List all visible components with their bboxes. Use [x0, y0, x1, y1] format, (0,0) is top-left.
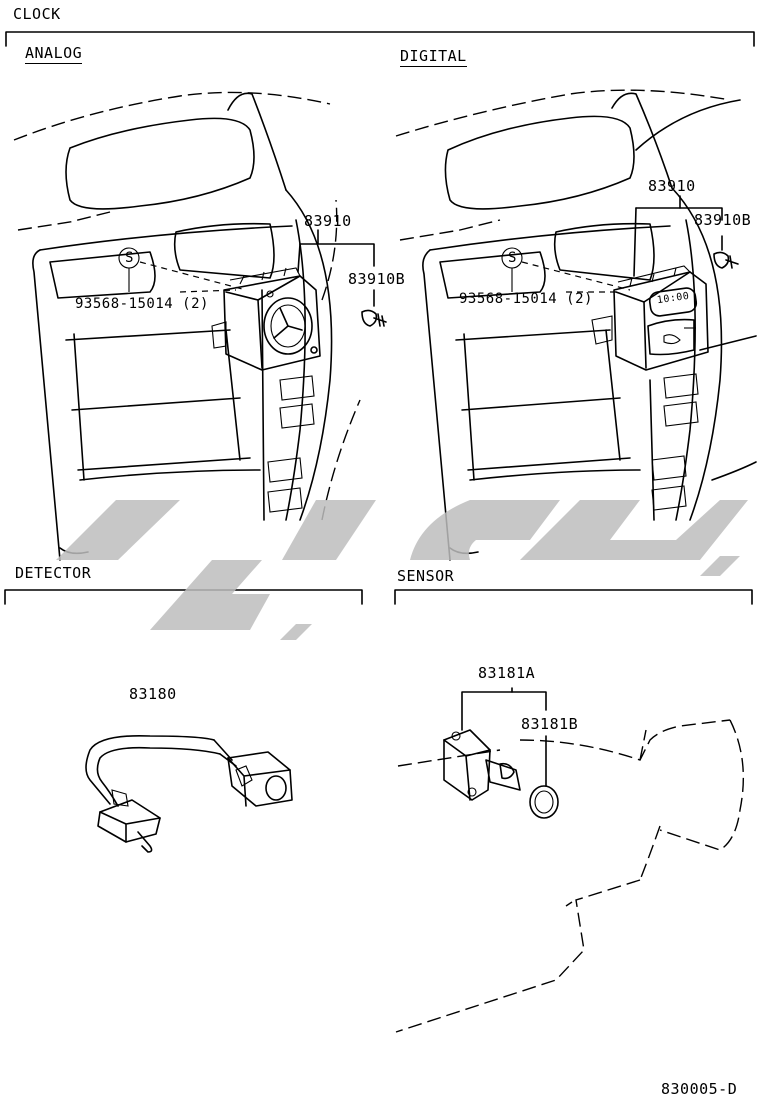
sensor-83181a-leader: [461, 691, 547, 731]
digital-section-title: DIGITAL: [400, 47, 467, 67]
digital-s-mark: S: [508, 250, 517, 266]
analog-screw-part-number: 83910B: [348, 270, 406, 288]
analog-clock-part-number: 83910: [304, 212, 352, 230]
digital-screw-83910b: [713, 251, 739, 269]
digital-screw-part-number: 83910B: [694, 211, 752, 229]
watermark-logo: [56, 500, 748, 640]
analog-screw-83910b: [361, 309, 387, 327]
analog-dashboard-illustration: [13, 91, 361, 561]
analog-section-title: ANALOG: [25, 44, 83, 64]
clock-section-frame: [5, 31, 755, 47]
detector-part-number: 83180: [129, 685, 177, 703]
clock-header-title: CLOCK: [13, 5, 61, 23]
analog-bolt-part-number: 93568-15014 (2): [75, 296, 209, 312]
sensor-oring-part-number: 83181B: [521, 715, 579, 733]
analog-s-mark: S: [125, 250, 134, 266]
digital-83910-leader: [635, 207, 723, 221]
detector-83180-illustration: [85, 734, 293, 853]
sensor-part-number: 83181A: [478, 664, 536, 682]
detector-section-frame: [4, 589, 363, 605]
digital-bolt-part-number: 93568-15014 (2): [459, 291, 593, 307]
digital-clock-unit: [591, 265, 709, 371]
sensor-section-title: SENSOR: [397, 567, 455, 585]
analog-clock-unit: [211, 267, 321, 371]
detector-section-title: DETECTOR: [15, 564, 92, 582]
digital-dashboard-illustration: [395, 89, 757, 561]
illustration-code: 830005-D: [661, 1080, 738, 1098]
analog-83910-leader: [299, 243, 375, 267]
sensor-section-frame: [394, 589, 753, 605]
sensor-83181a-illustration: [395, 719, 744, 1033]
digital-clock-part-number: 83910: [648, 177, 696, 195]
